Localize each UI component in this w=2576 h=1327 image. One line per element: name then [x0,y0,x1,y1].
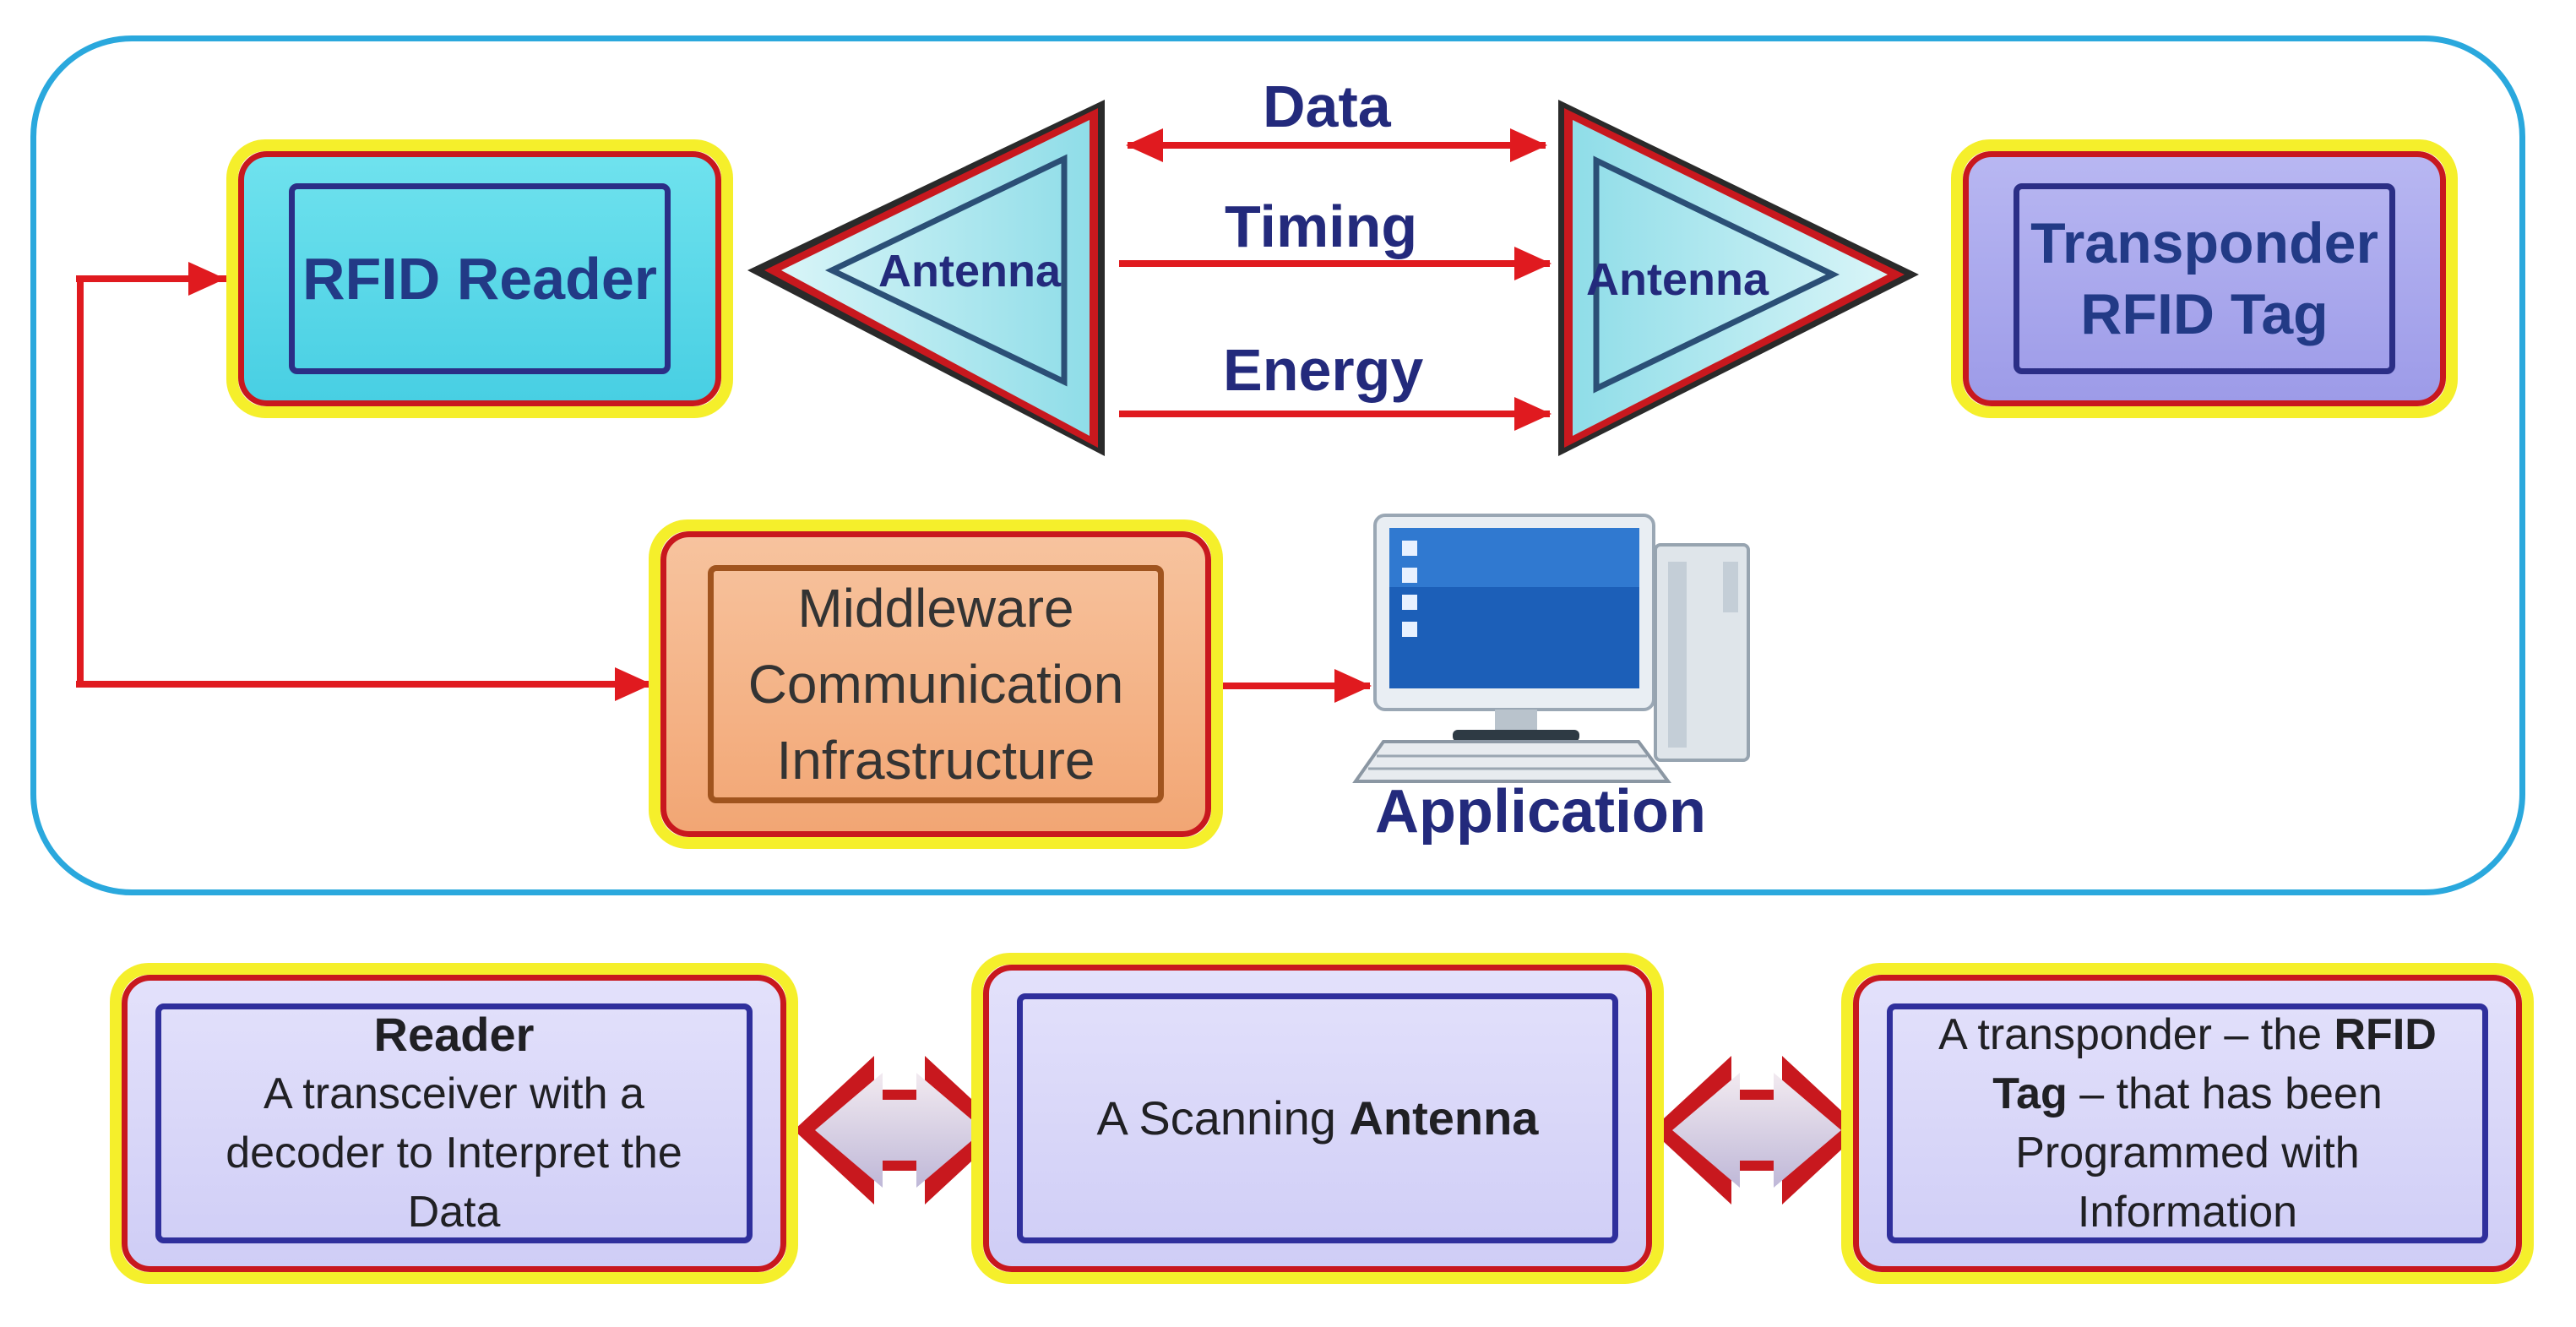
middleware-line2: Communication [747,654,1124,715]
computer-icon [1352,514,1750,783]
antenna-left-label: Antenna [878,246,1061,296]
antenna-desc-bold: Antenna [1349,1091,1539,1145]
tag-line1: Transponder [2030,211,2378,275]
rfid-reader-box: RFID Reader [226,139,733,418]
data-label: Data [1263,73,1391,139]
antenna-description-box: A Scanning Antenna [971,953,1664,1284]
reader-description-box: Reader A transceiver with a decoder to I… [110,963,798,1284]
reader-loop-arrow [77,275,226,688]
energy-label: Energy [1223,337,1424,403]
middleware-line1: Middleware [797,578,1074,639]
tag-description-box: A transponder – the RFID Tag – that has … [1841,963,2534,1284]
tag-desc-l2b: – that has been [2067,1069,2383,1118]
reader-desc-line1: A transceiver with a [264,1069,644,1118]
rfid-reader-label: RFID Reader [302,246,658,312]
middleware-box: Middleware Communication Infrastructure [649,519,1223,849]
tag-line2: RFID Tag [2080,282,2329,346]
double-arrow-right [1651,1056,1862,1205]
antenna-right-shape [1558,100,1919,456]
application-label: Application [1375,778,1706,846]
tag-desc-l1a: A transponder – the [1938,1010,2334,1059]
antenna-desc-prefix: A Scanning [1096,1091,1350,1145]
transponder-tag-box: Transponder RFID Tag [1951,139,2458,418]
tag-desc-l1b: RFID [2334,1010,2437,1059]
tag-desc-line4: Information [2077,1188,2298,1237]
reader-title: Reader [373,1008,535,1061]
middleware-line3: Infrastructure [776,730,1095,791]
reader-desc-line3: Data [407,1188,501,1237]
reader-desc-line2: decoder to Interpret the [226,1128,682,1177]
system-frame [30,35,2525,895]
antenna-right-label: Antenna [1586,254,1769,305]
double-arrow-left [794,1056,1005,1205]
tag-desc-line3: Programmed with [2015,1128,2360,1177]
antenna-left-shape [747,100,1105,456]
tag-desc-l2a: Tag [1992,1069,2068,1118]
timing-label: Timing [1225,193,1418,259]
